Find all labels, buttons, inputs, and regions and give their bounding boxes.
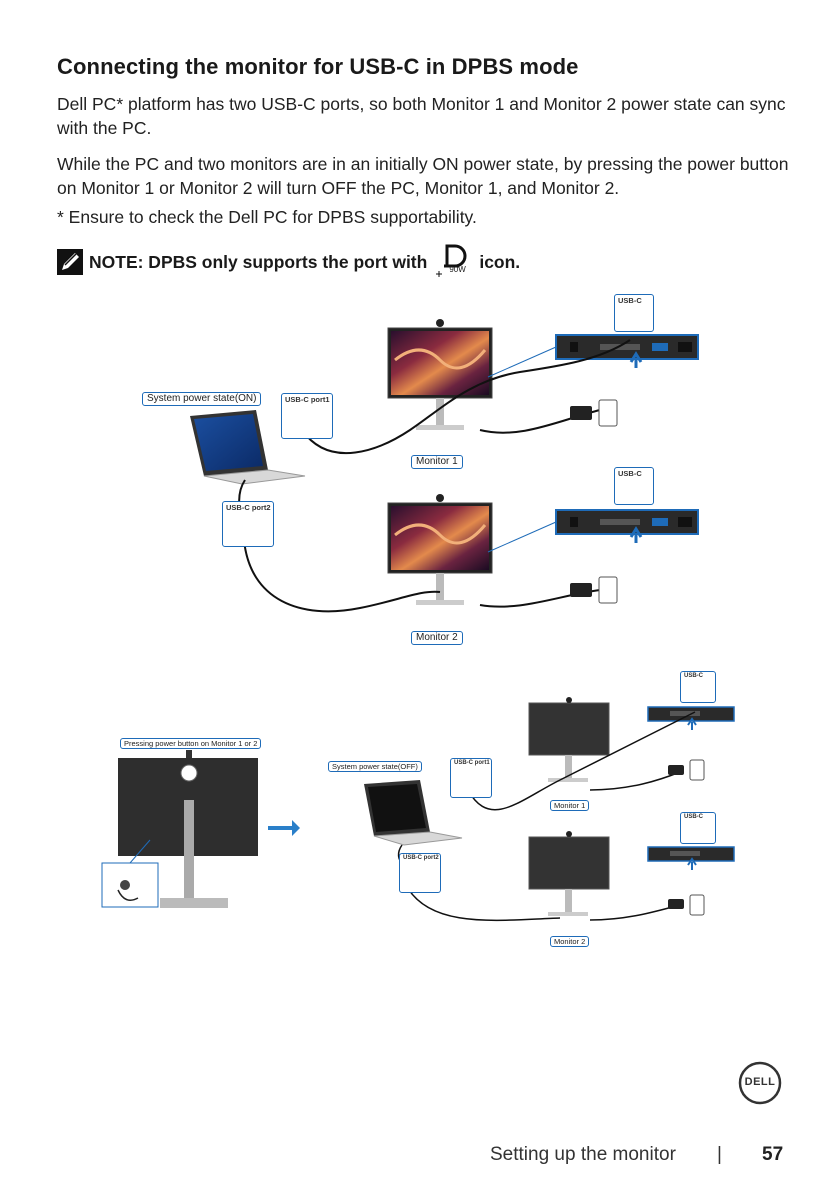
monitor2-bottom-image — [528, 831, 610, 916]
monitor1-top-label: Monitor 1 — [411, 455, 463, 469]
monitor1-bottom-image — [528, 697, 610, 782]
monitor-back-panel-top-2 — [555, 509, 699, 535]
paragraph-2: While the PC and two monitors are in an … — [57, 154, 789, 198]
usbc-inset-top-1: USB-C — [614, 294, 654, 332]
usbc-inset-label: USB-C — [684, 814, 703, 820]
usbc-port2-label: USB-C port2 — [403, 855, 439, 861]
usbc-port1-inset-top: USB-C port1 — [281, 393, 333, 439]
dp-icon-label: 90W — [449, 265, 466, 274]
monitor2-bottom-label: Monitor 2 — [550, 936, 590, 947]
pressing-button-hand — [101, 862, 159, 908]
usbc-inset-bottom-1: USB-C — [680, 671, 716, 703]
dell-logo-text: DELL — [744, 1076, 776, 1088]
system-state-on-label: System power state(ON) — [142, 392, 262, 406]
dell-logo-icon — [738, 1061, 782, 1105]
usbc-inset-label: USB-C — [618, 296, 642, 305]
power-outlet-top-2 — [570, 576, 618, 604]
usbc-inset-top-2: USB-C — [614, 467, 654, 505]
usbc-inset-label: USB-C — [684, 673, 703, 679]
footer-section: Setting up the monitor — [490, 1144, 676, 1165]
monitor2-top-image — [387, 494, 493, 605]
usbc-port2-inset-bottom: USB-C port2 — [399, 853, 441, 893]
usbc-port1-label: USB-C port1 — [285, 395, 330, 404]
laptop-top-image — [190, 410, 306, 485]
note-suffix: icon. — [479, 251, 521, 272]
system-state-off-label: System power state(OFF) — [328, 761, 422, 772]
usbc-inset-label: USB-C — [618, 469, 642, 478]
usbc-port1-label: USB-C port1 — [454, 760, 490, 766]
paragraph-3: * Ensure to check the Dell PC for DPBS s… — [57, 207, 477, 227]
note-line: NOTE: DPBS only supports the port with 9… — [57, 244, 520, 280]
note-text: NOTE: DPBS only supports the port with — [89, 251, 428, 272]
page-heading: Connecting the monitor for USB-C in DPBS… — [57, 54, 579, 79]
monitor1-bottom-label: Monitor 1 — [550, 800, 590, 811]
usbc-inset-bottom-2: USB-C — [680, 812, 716, 844]
monitor-back-panel-top-1 — [555, 334, 699, 360]
power-outlet-bottom-2 — [668, 894, 705, 916]
power-outlet-top-1 — [570, 399, 618, 427]
usbc-port1-inset-bottom: USB-C port1 — [450, 758, 492, 798]
monitor2-top-label: Monitor 2 — [411, 631, 463, 645]
paragraph-1: Dell PC* platform has two USB-C ports, s… — [57, 94, 786, 138]
usbc-port2-inset-top: USB-C port2 — [222, 501, 274, 547]
power-outlet-bottom-1 — [668, 759, 705, 781]
laptop-bottom-image — [364, 780, 463, 846]
footer-separator: | — [717, 1144, 722, 1165]
usbc-port2-label: USB-C port2 — [226, 503, 271, 512]
page-number: 57 — [762, 1144, 784, 1165]
note-pencil-icon — [57, 249, 83, 275]
pressing-button-label: Pressing power button on Monitor 1 or 2 — [120, 738, 262, 749]
monitor1-top-image — [387, 319, 493, 430]
monitor-back-view — [118, 750, 258, 908]
dp-power-delivery-icon: 90W — [433, 244, 473, 280]
